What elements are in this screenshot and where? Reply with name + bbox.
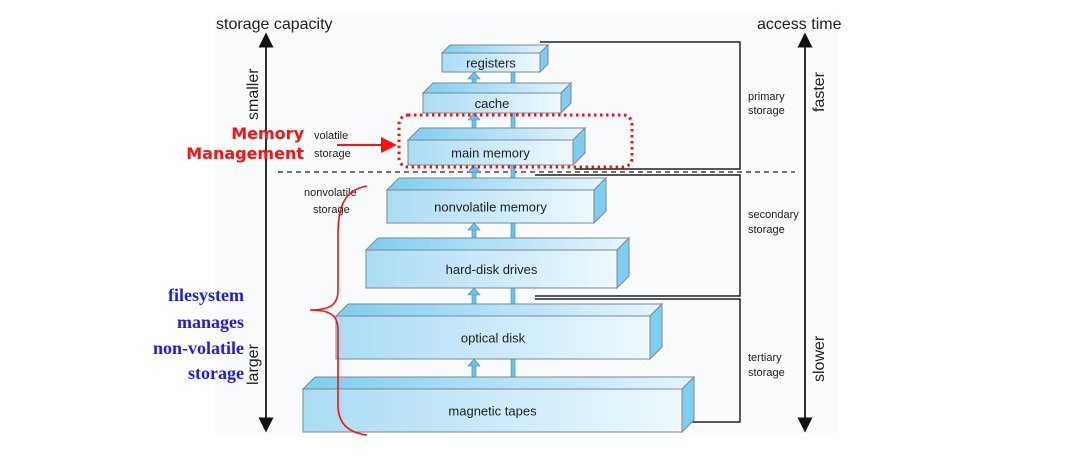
up-arrow-head bbox=[467, 287, 481, 296]
diagram-background bbox=[215, 14, 837, 434]
level-top-face bbox=[364, 237, 631, 251]
level-label: optical disk bbox=[461, 331, 526, 346]
level-top-face bbox=[421, 82, 573, 94]
level-label: magnetic tapes bbox=[448, 404, 537, 419]
level-label: cache bbox=[475, 96, 510, 111]
left-bottom-label: larger bbox=[245, 343, 262, 385]
right-axis-title: access time bbox=[757, 16, 842, 33]
tertiary-label-2: storage bbox=[748, 367, 785, 379]
secondary-label-2: storage bbox=[748, 224, 785, 236]
left-top-label: smaller bbox=[245, 68, 262, 120]
main-memory-highlight bbox=[397, 113, 634, 169]
storage-level: main memory bbox=[406, 126, 587, 167]
filesystem-label-1: filesystem bbox=[168, 285, 244, 305]
left-axis-title: storage capacity bbox=[216, 16, 333, 33]
secondary-label-1: secondary bbox=[748, 209, 799, 221]
storage-levels: registers cache main memory nonvolatile mem… bbox=[301, 43, 696, 434]
level-top-face bbox=[440, 44, 550, 54]
memory-management-label-1: Memory bbox=[231, 124, 304, 143]
primary-label-2: storage bbox=[748, 105, 785, 117]
level-front-face bbox=[335, 315, 651, 360]
storage-level: cache bbox=[421, 81, 573, 115]
nonvolatile-label-1: nonvolatile bbox=[304, 187, 357, 199]
primary-bracket bbox=[540, 41, 741, 170]
level-front-face bbox=[302, 388, 683, 433]
right-bottom-label: slower bbox=[811, 335, 828, 382]
level-front-face bbox=[365, 249, 618, 289]
storage-level: registers bbox=[440, 43, 550, 74]
level-label: main memory bbox=[451, 146, 530, 161]
memory-management-label-2: Management bbox=[186, 144, 304, 163]
right-top-label: faster bbox=[811, 71, 828, 112]
tertiary-label-1: tertiary bbox=[748, 352, 782, 364]
level-top-face bbox=[385, 177, 608, 191]
filesystem-brace bbox=[309, 185, 368, 436]
level-front-face bbox=[441, 52, 541, 73]
level-top-face bbox=[301, 376, 696, 390]
up-arrow-head bbox=[467, 358, 481, 367]
level-label: registers bbox=[466, 56, 516, 71]
level-label: nonvolatile memory bbox=[434, 200, 547, 215]
storage-level: optical disk bbox=[334, 302, 664, 361]
up-arrow-head bbox=[467, 222, 481, 231]
level-front-face bbox=[422, 92, 562, 114]
level-top-face bbox=[334, 303, 664, 317]
nonvolatile-label-2: storage bbox=[313, 204, 350, 216]
level-top-face bbox=[406, 127, 587, 141]
storage-level: nonvolatile memory bbox=[385, 176, 608, 225]
volatile-label-1: volatile bbox=[314, 130, 348, 142]
filesystem-label-2: manages bbox=[177, 312, 244, 332]
level-label: hard-disk drives bbox=[446, 262, 538, 277]
volatile-label-2: storage bbox=[314, 148, 351, 160]
up-arrow-head bbox=[467, 71, 481, 80]
level-front-face bbox=[386, 189, 595, 224]
filesystem-label-3: non-volatile bbox=[153, 338, 244, 358]
storage-level: hard-disk drives bbox=[364, 236, 631, 290]
filesystem-label-4: storage bbox=[188, 363, 244, 383]
primary-label-1: primary bbox=[748, 91, 785, 103]
secondary-bracket bbox=[535, 174, 741, 297]
level-front-face bbox=[407, 139, 574, 166]
storage-level: magnetic tapes bbox=[301, 375, 696, 434]
